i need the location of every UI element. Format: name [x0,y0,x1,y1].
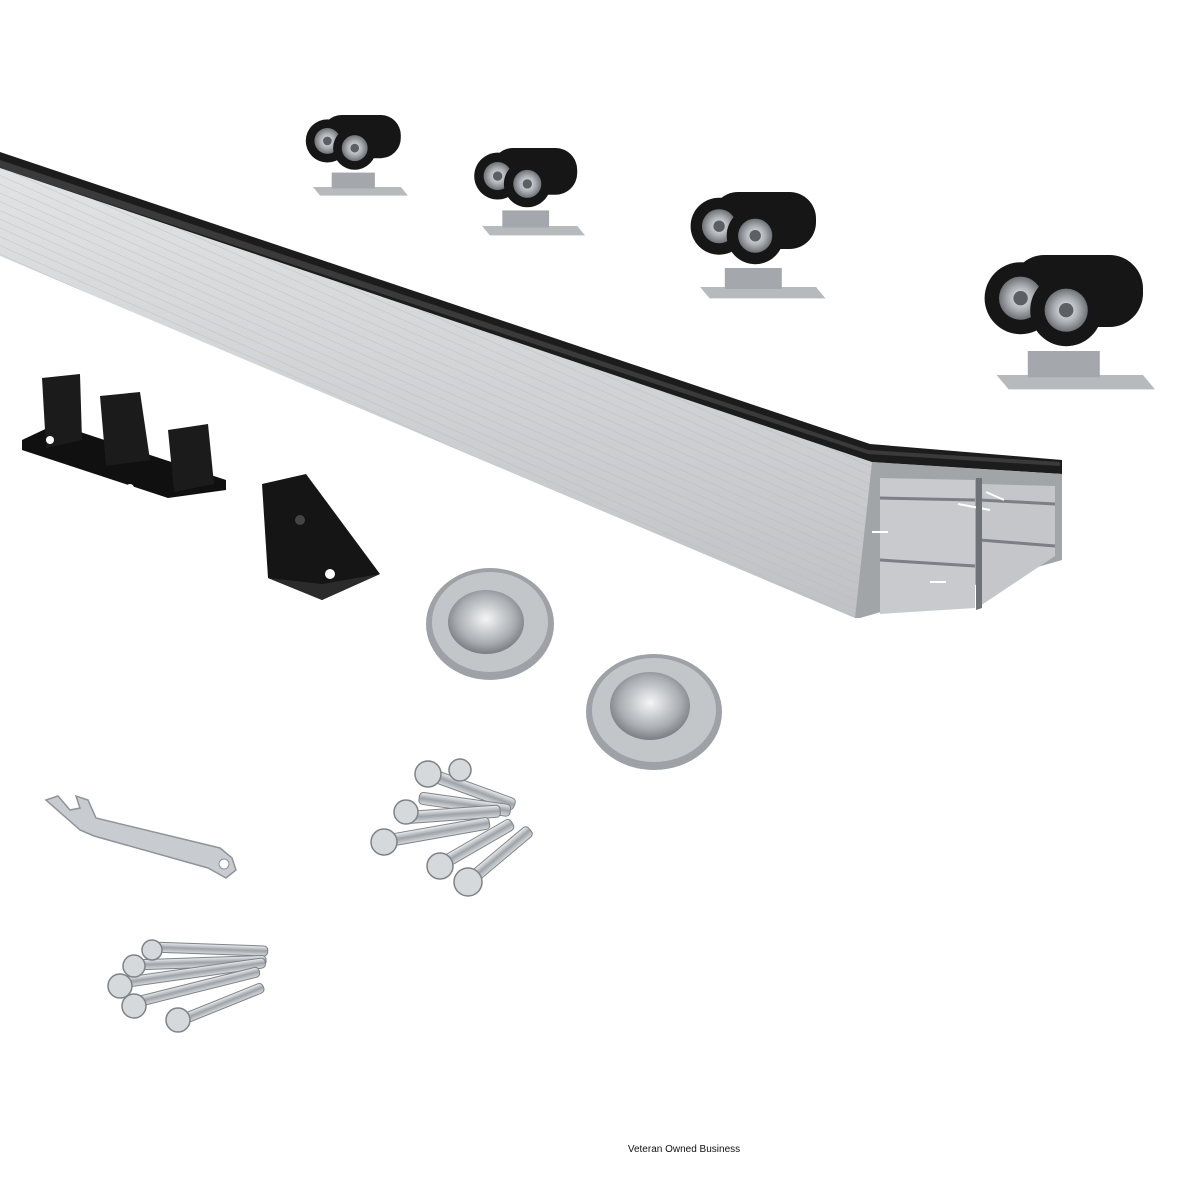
screw-set-short [370,758,533,897]
roller-trolley-3 [690,192,826,299]
roller-trolley-1 [305,115,408,196]
caption-text: Veteran Owned Business [627,1144,741,1155]
floor-guide [22,374,226,498]
track-rail [0,152,1062,618]
end-stop-bracket [262,474,380,600]
flush-pull-handle-1 [426,568,554,680]
adjustment-wrench [44,794,237,879]
roller-trolley-4 [984,255,1155,390]
flush-pull-handle-2 [586,654,722,770]
roller-trolley-2 [474,148,585,236]
screw-set-long [107,939,269,1033]
